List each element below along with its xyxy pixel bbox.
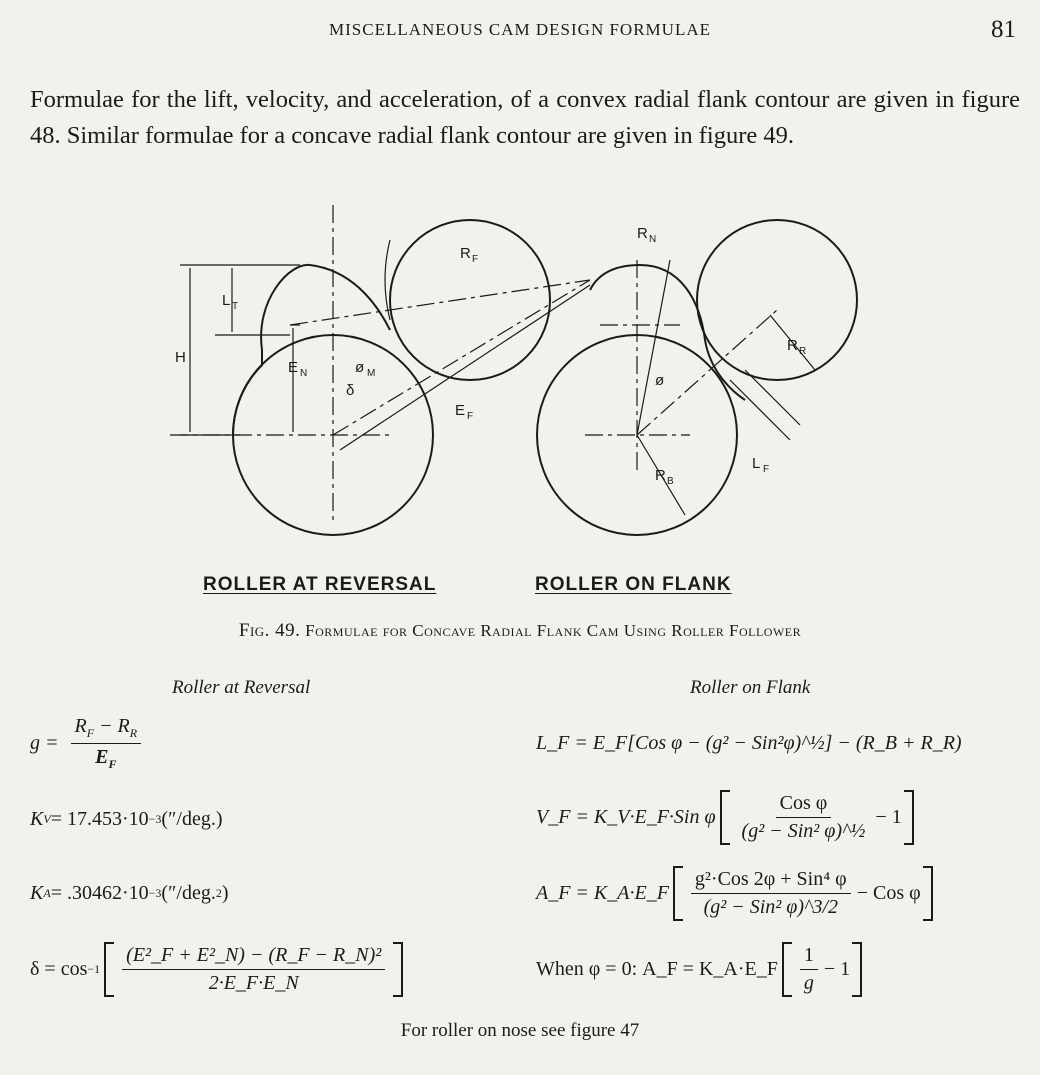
formula-af: A_F = K_A·E_F g²·Cos 2φ + Sin⁴ φ(g² − Si… — [536, 866, 937, 921]
label-lf: L — [752, 455, 760, 472]
label-lt: L — [222, 292, 230, 309]
cam-profile-right — [589, 263, 746, 401]
label-rn-sub: N — [649, 234, 656, 245]
label-phim-sub: M — [367, 368, 375, 379]
formula-lf: L_F = E_F[Cos φ − (g² − Sin²φ)^½] − (R_B… — [536, 732, 962, 754]
footer-note: For roller on nose see figure 47 — [400, 1020, 640, 1041]
label-phi: ø — [655, 372, 664, 389]
label-rf: R — [460, 245, 471, 262]
label-lt-sub: T — [232, 301, 238, 312]
label-rb: R — [655, 467, 666, 484]
roller-right — [696, 219, 858, 381]
label-rr-sub: R — [799, 346, 806, 357]
right-figure — [536, 219, 858, 536]
label-rb-sub: B — [667, 476, 674, 487]
formula-g: g = RF − RR EF — [30, 715, 147, 772]
formula-vf: V_F = K_V·E_F·Sin φ Cos φ(g² − Sin² φ)^½… — [536, 790, 918, 845]
label-phim: ø — [355, 359, 364, 376]
left-figure — [170, 205, 591, 536]
page-number: 81 — [991, 16, 1016, 43]
running-title: MISCELLANEOUS CAM DESIGN FORMULAE — [329, 20, 711, 39]
heading-roller-at-reversal: Roller at Reversal — [172, 677, 311, 698]
caption-roller-on-flank: ROLLER ON FLANK — [535, 574, 732, 595]
label-rf-sub: F — [472, 254, 478, 265]
label-en: E — [288, 359, 298, 376]
figure-number: Fig. 49. — [238, 620, 301, 641]
label-h: H — [175, 349, 186, 366]
heading-roller-on-flank: Roller on Flank — [690, 677, 811, 698]
roller-left — [389, 219, 551, 381]
figure-title: Formulae for Concave Radial Flank Cam Us… — [305, 621, 802, 640]
label-rn: R — [637, 225, 648, 242]
label-en-sub: N — [300, 368, 307, 379]
cam-diagram: R F R N L T H E N ø M δ E F ø R R R B L … — [170, 205, 858, 536]
label-ef-sub: F — [467, 411, 473, 422]
caption-roller-at-reversal: ROLLER AT REVERSAL — [203, 574, 437, 595]
label-delta: δ — [346, 382, 354, 399]
intro-paragraph: Formulae for the lift, velocity, and acc… — [30, 86, 1020, 149]
cam-profile-left — [232, 263, 391, 436]
figure-caption: Fig. 49. Formulae for Concave Radial Fla… — [0, 620, 1040, 642]
label-lf-sub: F — [763, 464, 769, 475]
label-ef: E — [455, 402, 465, 419]
label-rr: R — [787, 337, 798, 354]
